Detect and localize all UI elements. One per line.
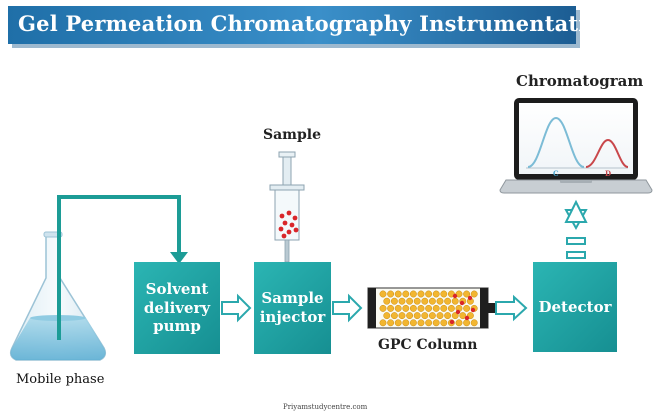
column-bead bbox=[421, 312, 429, 320]
sample-injector-label: Sample injector bbox=[259, 289, 326, 326]
column-bead bbox=[409, 319, 417, 327]
column-bead bbox=[463, 319, 471, 327]
column-bead bbox=[409, 290, 417, 298]
column-bead bbox=[440, 304, 448, 312]
column-bead bbox=[379, 290, 387, 298]
column-bead bbox=[406, 312, 414, 320]
laptop bbox=[499, 98, 653, 194]
solvent-delivery-pump-box: Solvent delivery pump bbox=[134, 262, 220, 354]
column-bead bbox=[413, 312, 421, 320]
title-banner: Gel Permeation Chromatography Instrument… bbox=[8, 6, 616, 44]
column-bead bbox=[470, 319, 478, 327]
sample-label: Sample bbox=[263, 127, 322, 143]
peak-d-curve bbox=[585, 138, 629, 168]
sample-particle bbox=[470, 307, 476, 313]
column-bead bbox=[402, 290, 410, 298]
sample-syringe bbox=[269, 151, 305, 263]
column-bead bbox=[432, 304, 440, 312]
chromatogram-label: Chromatogram bbox=[516, 72, 644, 90]
column-bead bbox=[444, 312, 452, 320]
column-bead bbox=[440, 319, 448, 327]
column-bead bbox=[425, 290, 433, 298]
column-bead bbox=[451, 312, 459, 320]
gpc-column bbox=[367, 287, 528, 329]
column-bead bbox=[455, 319, 463, 327]
detector-box: Detector bbox=[533, 262, 617, 352]
column-bead bbox=[425, 319, 433, 327]
flow-line bbox=[57, 195, 188, 340]
column-bead bbox=[390, 312, 398, 320]
column-bead bbox=[432, 290, 440, 298]
column-bead bbox=[447, 304, 455, 312]
sample-particle bbox=[452, 293, 458, 299]
column-bead bbox=[398, 312, 406, 320]
column-bead bbox=[379, 319, 387, 327]
solvent-delivery-pump-label: Solvent delivery pump bbox=[143, 279, 211, 336]
peak-c-curve bbox=[527, 116, 585, 168]
arrow-column-to-detector bbox=[495, 294, 528, 322]
signal-bar-lower bbox=[566, 251, 586, 259]
column-bead bbox=[451, 297, 459, 305]
column-bead bbox=[421, 297, 429, 305]
peak-c-label: C bbox=[553, 169, 559, 178]
column-bead bbox=[387, 304, 395, 312]
gpc-column-label: GPC Column bbox=[378, 337, 478, 353]
column-bead bbox=[413, 297, 421, 305]
sample-particle bbox=[459, 300, 465, 306]
column-bead bbox=[428, 312, 436, 320]
column-bead bbox=[444, 297, 452, 305]
detector-label: Detector bbox=[538, 297, 612, 316]
column-bead bbox=[387, 319, 395, 327]
peak-d-label: D bbox=[605, 169, 612, 178]
column-bead bbox=[425, 304, 433, 312]
column-bead bbox=[390, 297, 398, 305]
laptop-screen bbox=[519, 103, 633, 174]
column-bead bbox=[436, 297, 444, 305]
column-bead bbox=[402, 304, 410, 312]
sample-particle bbox=[449, 319, 455, 325]
column-bead bbox=[417, 319, 425, 327]
column-bead bbox=[417, 290, 425, 298]
sample-particle bbox=[467, 295, 473, 301]
column-bead bbox=[383, 312, 391, 320]
column-bead bbox=[470, 290, 478, 298]
signal-bar-upper bbox=[566, 237, 586, 245]
column-bead bbox=[459, 312, 467, 320]
column-bead bbox=[436, 312, 444, 320]
source-credit: Priyamstudycentre.com bbox=[283, 403, 368, 411]
column-bead bbox=[428, 297, 436, 305]
arrow-injector-to-column bbox=[332, 293, 363, 323]
column-bead bbox=[387, 290, 395, 298]
column-bead bbox=[432, 319, 440, 327]
column-bead bbox=[402, 319, 410, 327]
column-bead bbox=[394, 319, 402, 327]
column-bead bbox=[417, 304, 425, 312]
mobile-phase-label: Mobile phase bbox=[16, 372, 105, 387]
column-bead bbox=[440, 290, 448, 298]
column-bead bbox=[379, 304, 387, 312]
page-title: Gel Permeation Chromatography Instrument… bbox=[18, 11, 617, 36]
column-bead bbox=[463, 290, 471, 298]
column-bead bbox=[409, 304, 417, 312]
column-bead bbox=[398, 297, 406, 305]
column-bead bbox=[463, 304, 471, 312]
arrow-pump-to-injector bbox=[221, 293, 252, 323]
column-bead bbox=[394, 290, 402, 298]
upward-arrow bbox=[564, 199, 588, 223]
column-beads bbox=[379, 290, 478, 327]
sample-particle bbox=[464, 315, 470, 321]
column-bead bbox=[394, 304, 402, 312]
column-bead bbox=[406, 297, 414, 305]
sample-injector-box: Sample injector bbox=[254, 262, 331, 354]
sample-particle bbox=[455, 309, 461, 315]
column-bead bbox=[383, 297, 391, 305]
